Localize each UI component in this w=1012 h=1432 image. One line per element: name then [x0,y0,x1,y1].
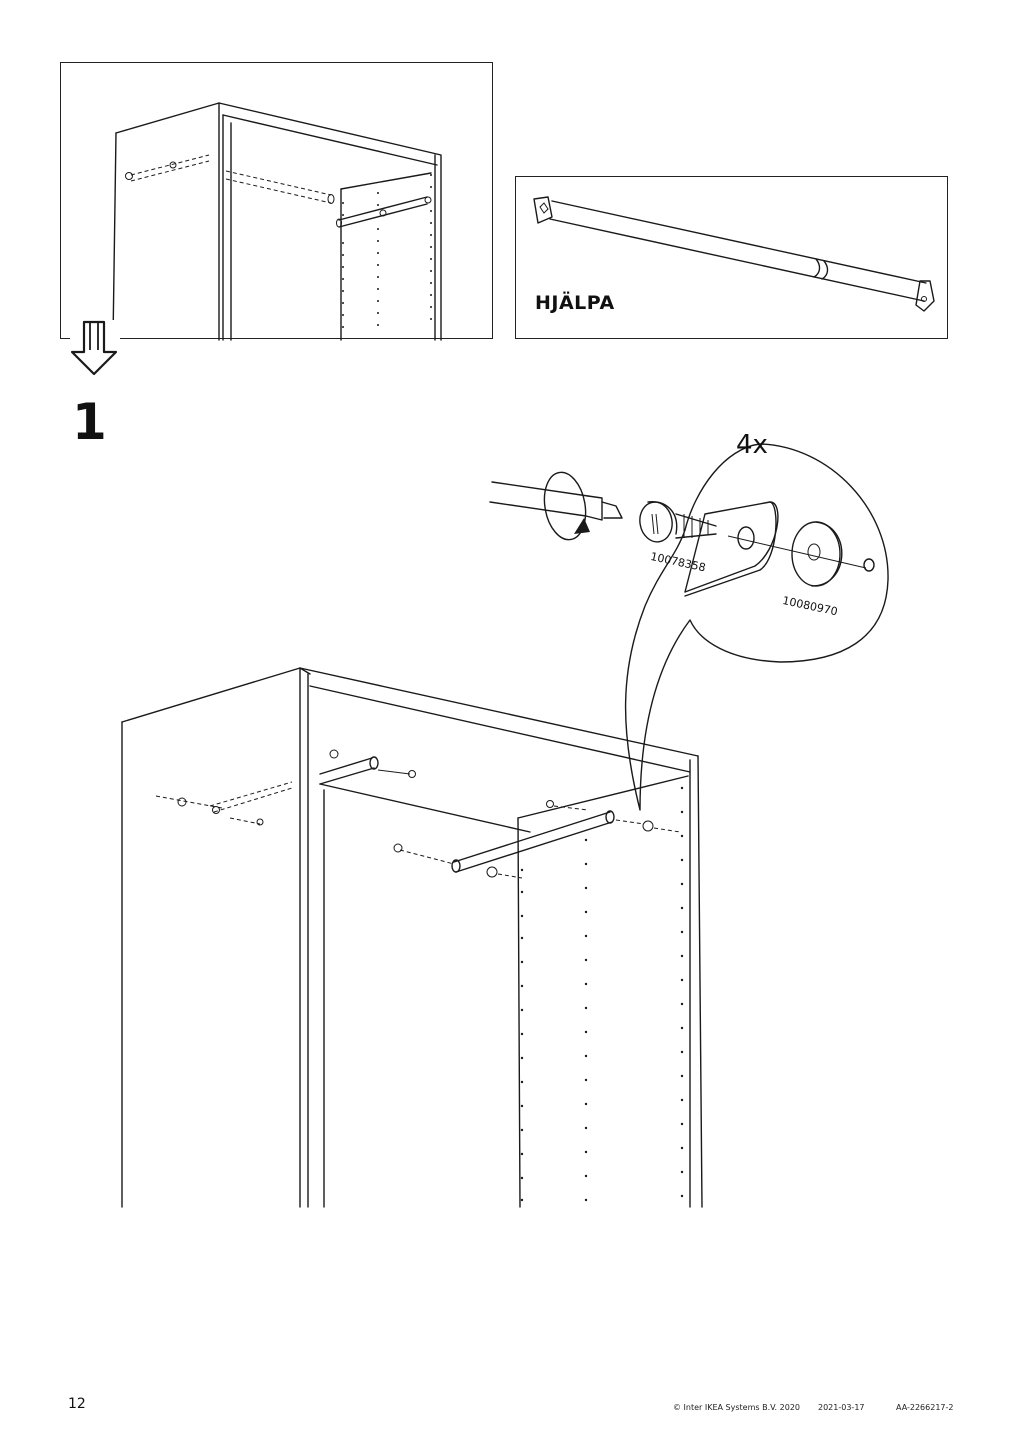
hole-row-dots [342,174,432,328]
product-name: HJÄLPA [535,292,615,314]
overview-illustration-frame [60,62,493,341]
clothes-rail-icon [533,196,935,312]
document-id: AA-2266217-2 [896,1403,954,1412]
washer-10080970 [791,521,843,587]
wardrobe-overview-drawing [112,102,442,341]
detail-callout: 4x 10078358 10080970 [480,430,900,850]
wardrobe-assembly-drawing [110,660,720,1210]
quantity-label: 4x [736,430,768,460]
rail-bracket [684,501,779,597]
screw-10078358 [639,501,717,543]
hole-row-dots [520,786,684,1202]
copyright-text: © Inter IKEA Systems B.V. 2020 [673,1403,800,1412]
page-number: 12 [68,1396,86,1412]
document-date: 2021-03-17 [818,1403,865,1412]
product-frame: HJÄLPA [515,176,948,339]
screwdriver-icon [489,471,623,541]
step-number: 1 [72,393,107,451]
down-arrow-icon [70,320,120,376]
